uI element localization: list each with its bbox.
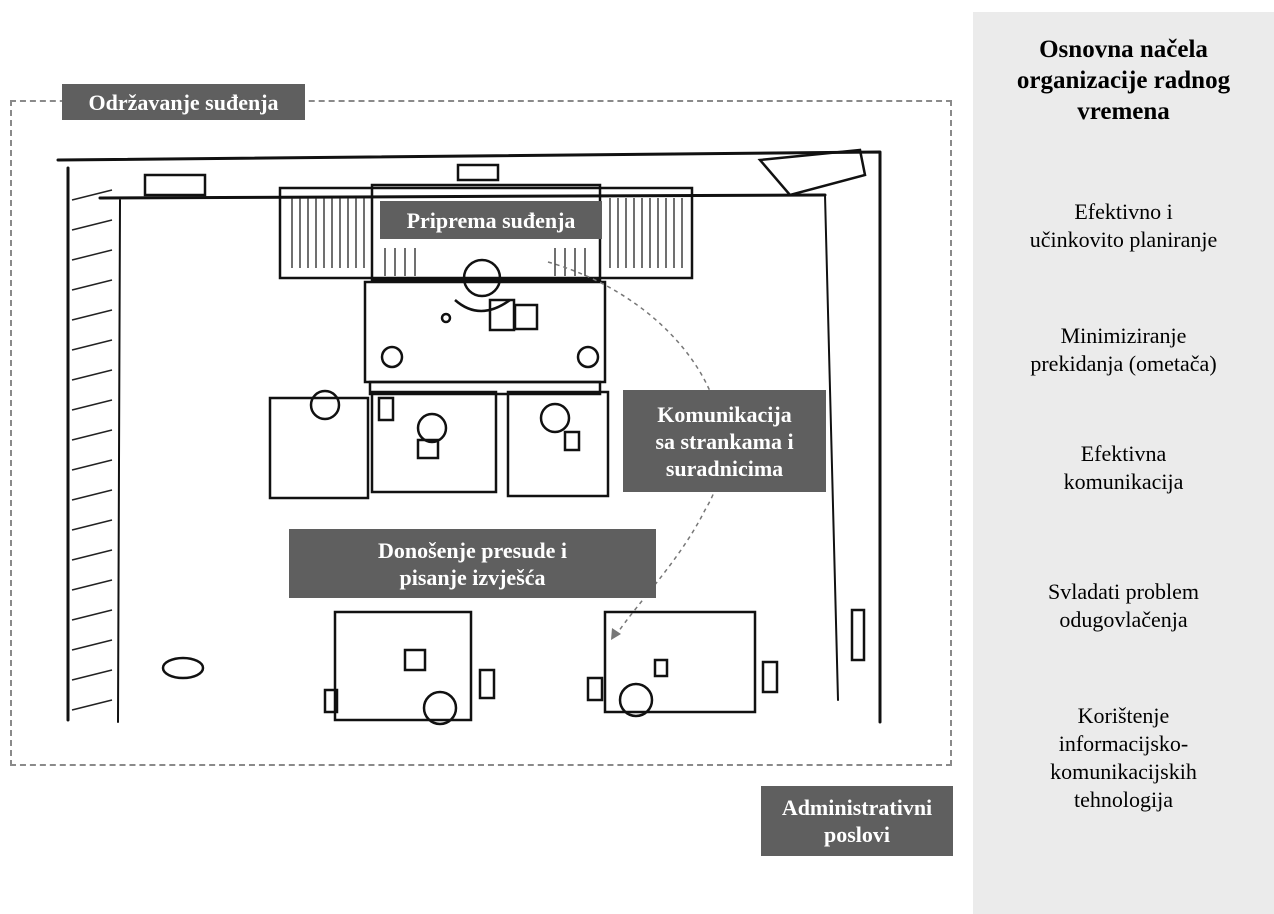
principles-sidebar: Osnovna načela organizacije radnog vreme… xyxy=(973,12,1274,914)
sidebar-title: Osnovna načela organizacije radnog vreme… xyxy=(1016,36,1231,125)
trial-frame xyxy=(10,100,952,766)
sidebar-item: Minimiziranje prekidanja (ometača) xyxy=(1030,323,1217,376)
sidebar-item: Efektivna komunikacija xyxy=(1063,441,1184,494)
sidebar-item: Korištenje informacijsko- komunikacijski… xyxy=(1050,703,1197,812)
label-komunikacija: Komunikacija sa strankama i suradnicima xyxy=(623,390,826,492)
courtroom-illustration xyxy=(56,148,882,726)
frame-label: Održavanje suđenja xyxy=(62,84,305,120)
sidebar-item: Efektivno i učinkovito planiranje xyxy=(1029,199,1218,252)
label-priprema-sudenja: Priprema suđenja xyxy=(380,201,602,239)
sidebar-item: Svladati problem odugovlačenja xyxy=(1048,579,1199,632)
label-donosenje-presude: Donošenje presude i pisanje izvješća xyxy=(289,529,656,598)
label-administrativni-poslovi: Administrativni poslovi xyxy=(761,786,953,856)
